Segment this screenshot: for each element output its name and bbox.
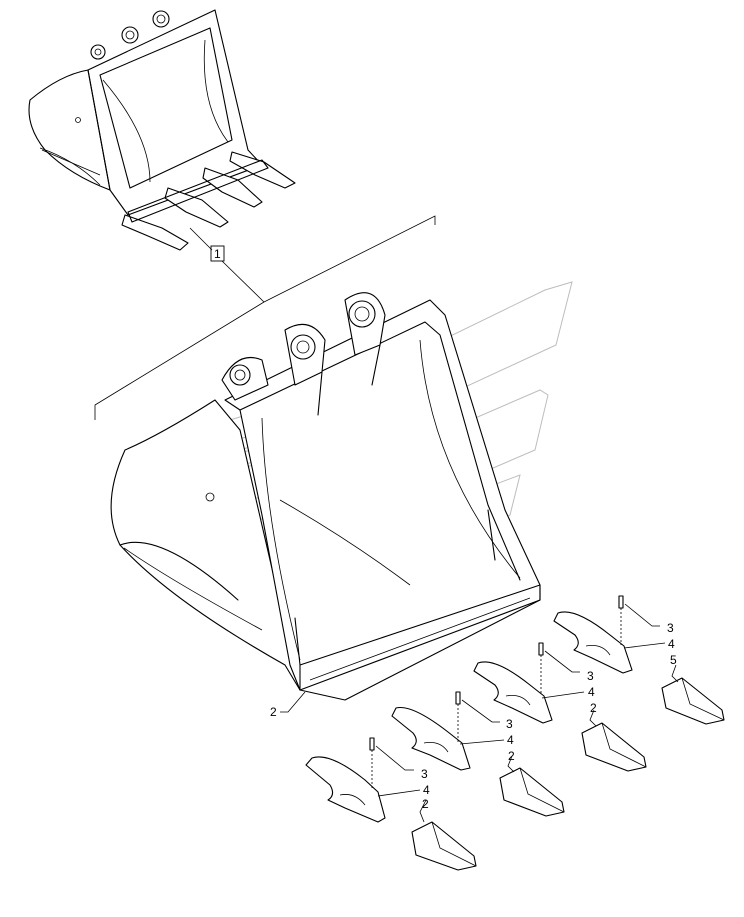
- callout-pin-3: 3: [587, 669, 594, 683]
- tooth-tip-2: [499, 767, 565, 817]
- callout-cutting-edge: 2: [270, 705, 277, 719]
- callout-tooth-4: 5: [670, 653, 677, 667]
- tooth-tip-3: [581, 722, 647, 772]
- retaining-pin-3: [538, 642, 544, 695]
- svg-text:1: 1: [214, 247, 221, 261]
- callout-adapter-3: 4: [588, 685, 595, 699]
- callout-labels: 3 4 2 3 4 2 3 4 2 3 4 5 2: [270, 621, 677, 811]
- callout-assembly: 1: [94, 215, 436, 420]
- bucket-assembly: [28, 9, 296, 251]
- tooth-tip-4: [661, 677, 725, 725]
- retaining-pin-2: [455, 691, 461, 742]
- adapter-2: [391, 706, 471, 771]
- callout-tooth-1: 2: [422, 797, 429, 811]
- callout-tooth-3: 2: [590, 701, 597, 715]
- adapter-1: [305, 756, 386, 823]
- callout-pin-1: 3: [421, 767, 428, 781]
- callout-adapter-4: 4: [668, 637, 675, 651]
- callout-pin-2: 3: [506, 717, 513, 731]
- retaining-pin-1: [369, 737, 375, 790]
- callout-pin-4: 3: [667, 621, 674, 635]
- tooth-tip-1: [411, 821, 477, 871]
- bucket-body: [110, 292, 541, 701]
- adapter-4: [553, 611, 633, 674]
- adapter-3: [473, 661, 553, 724]
- leader-lines: [280, 603, 679, 823]
- callout-adapter-2: 4: [507, 733, 514, 747]
- retaining-pin-4: [618, 595, 624, 645]
- callout-tooth-2: 2: [508, 749, 515, 763]
- callout-adapter-1: 4: [423, 783, 430, 797]
